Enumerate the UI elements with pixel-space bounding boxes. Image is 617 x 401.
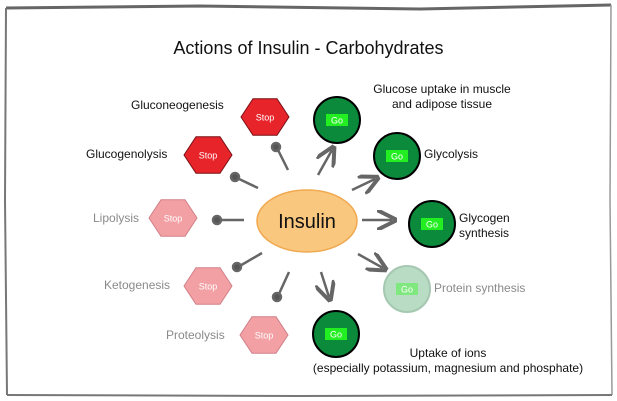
label-ketogenesis: Ketogenesis bbox=[104, 278, 171, 292]
stop-hexagon-glucogenolysis bbox=[183, 136, 233, 174]
go-badge-glycogen-synthesis: Go bbox=[426, 220, 438, 230]
connector-end-glucogenolysis bbox=[229, 171, 241, 183]
arrow-glycolysis bbox=[351, 179, 375, 190]
stop-badge-lipolysis: Stop bbox=[164, 214, 183, 224]
stop-hexagon-ketogenesis bbox=[183, 267, 233, 305]
connector-gluconeogenesis bbox=[275, 147, 290, 171]
label-glycolysis: Glycolysis bbox=[424, 147, 479, 161]
go-badge-bg-glycolysis bbox=[386, 150, 408, 162]
connector-ketogenesis bbox=[237, 251, 263, 269]
go-badge-bg-protein-synthesis bbox=[396, 283, 418, 295]
stop-badge-glucogenolysis: Stop bbox=[199, 151, 218, 161]
go-badge-protein-synthesis: Go bbox=[401, 285, 413, 295]
go-badge-bg-glucose-uptake bbox=[326, 114, 348, 126]
go-badge-glucose-uptake: Go bbox=[331, 116, 343, 126]
stop-hexagon-lipolysis bbox=[148, 199, 198, 237]
label-glucose-uptake: Glucose uptake in muscle and adipose tis… bbox=[362, 82, 522, 112]
go-badge-bg-glycogen-synthesis bbox=[421, 218, 443, 230]
label-ion-uptake-line-1: Uptake of ions bbox=[409, 346, 487, 360]
label-glucose-uptake-line-2: and adipose tissue bbox=[391, 97, 493, 111]
inhibition-connectors bbox=[211, 141, 291, 303]
connector-end-proteolysis bbox=[271, 291, 283, 303]
connector-proteolysis bbox=[276, 271, 291, 297]
label-gluconeogenesis: Gluconeogenesis bbox=[131, 98, 224, 112]
label-lipolysis: Lipolysis bbox=[93, 211, 140, 225]
connector-end-gluconeogenesis bbox=[270, 141, 282, 153]
label-proteolysis: Proteolysis bbox=[166, 328, 225, 342]
connector-end-lipolysis bbox=[211, 214, 223, 226]
stop-badge-gluconeogenesis: Stop bbox=[256, 113, 275, 123]
label-ion-uptake-line-2: (especially potassium, magnesium and pho… bbox=[312, 361, 584, 375]
insulin-node bbox=[256, 189, 358, 253]
frame-left-border bbox=[3, 7, 8, 396]
connector-end-ketogenesis bbox=[231, 261, 243, 273]
label-ion-uptake: Uptake of ions (especially potassium, ma… bbox=[290, 346, 606, 376]
diagram-title: Actions of Insulin - Carbohydrates bbox=[173, 38, 444, 58]
label-protein-synthesis: Protein synthesis bbox=[434, 281, 526, 295]
stop-badge-proteolysis: Stop bbox=[255, 331, 274, 341]
go-badge-bg-ion-uptake bbox=[325, 328, 347, 340]
stop-hexagon-gluconeogenesis bbox=[240, 98, 290, 136]
arrow-protein-synthesis bbox=[357, 254, 383, 268]
label-glycogen-synthesis-line-2: synthesis bbox=[459, 226, 510, 240]
frame-top-border bbox=[5, 3, 612, 11]
insulin-label: Insulin bbox=[278, 211, 336, 233]
label-glycogen-synthesis: Glycogen synthesis bbox=[459, 211, 510, 241]
go-badge-glycolysis: Go bbox=[391, 152, 403, 162]
label-glucose-uptake-line-1: Glucose uptake in muscle bbox=[373, 82, 511, 96]
stop-hexagon-proteolysis bbox=[239, 316, 289, 354]
arrow-glucose-uptake bbox=[318, 150, 332, 176]
go-badge-ion-uptake: Go bbox=[330, 330, 342, 340]
label-glucogenolysis: Glucogenolysis bbox=[86, 147, 168, 161]
frame-right-border bbox=[609, 4, 613, 396]
frame-bottom-border bbox=[6, 394, 613, 398]
stimulation-arrows bbox=[318, 150, 392, 297]
arrow-ion-uptake bbox=[321, 271, 329, 297]
connector-glucogenolysis bbox=[236, 176, 259, 190]
label-glycogen-synthesis-line-1: Glycogen bbox=[459, 211, 510, 225]
stop-badge-ketogenesis: Stop bbox=[199, 282, 218, 292]
